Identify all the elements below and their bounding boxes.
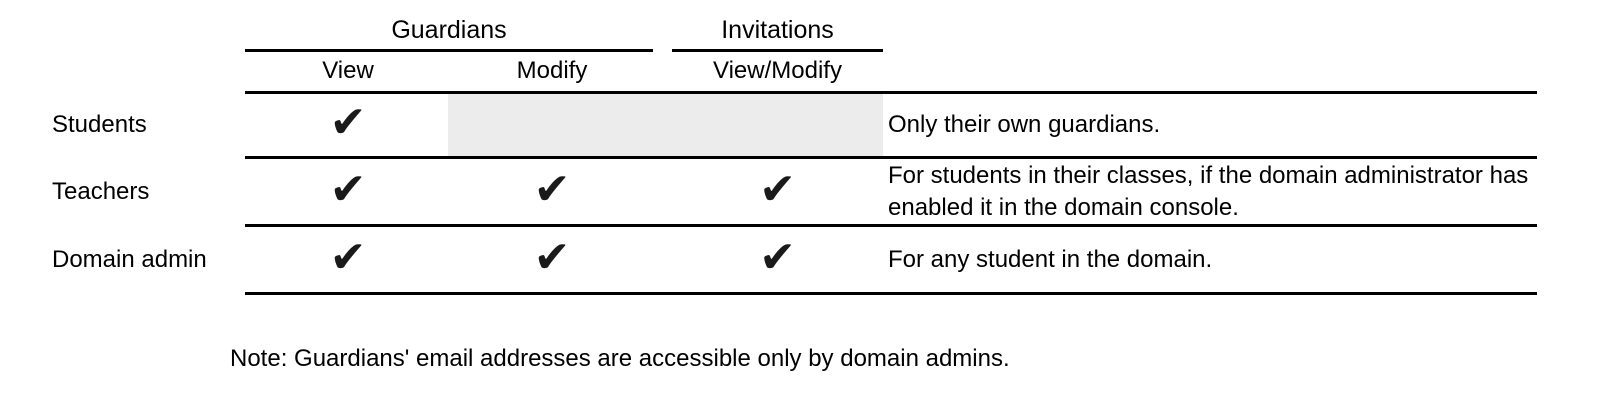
footnote: Note: Guardians' email addresses are acc… (230, 345, 1010, 372)
admin-guardians-modify-cell: ✔ (451, 227, 653, 292)
students-guardians-view-cell: ✔ (245, 94, 451, 156)
teachers-guardians-modify-cell: ✔ (451, 159, 653, 224)
checkmark-icon: ✔ (533, 163, 571, 215)
column-group-guardians-label: Guardians (245, 12, 653, 48)
invitations-group-underline (672, 49, 883, 52)
column-header-view-modify: View/Modify (672, 54, 883, 88)
checkmark-icon: ✔ (759, 231, 796, 283)
teachers-note-text: For students in their classes, if the do… (888, 161, 1529, 221)
column-group-invitations-label: Invitations (672, 12, 883, 48)
row-label-domain-admin: Domain admin (52, 245, 207, 273)
teachers-invitations-cell: ✔ (672, 159, 883, 224)
row-label-students: Students (52, 111, 147, 138)
checkmark-icon: ✔ (329, 231, 367, 283)
table-row-domain-admin: Domain admin ✔ ✔ ✔ For any student in th… (0, 227, 1600, 292)
table-row-teachers: Teachers ✔ ✔ ✔ For students in their cla… (0, 159, 1600, 224)
checkmark-icon: ✔ (329, 97, 367, 148)
checkmark-icon: ✔ (533, 231, 571, 283)
header-bottom-rule (245, 91, 1537, 94)
view-modify-header-text: View/Modify (713, 56, 842, 84)
students-row-rule (245, 156, 1537, 159)
modify-header-text: Modify (516, 56, 588, 84)
admin-guardians-view-cell: ✔ (245, 227, 451, 292)
row-label-teachers: Teachers (52, 177, 150, 205)
domain-admin-note: For any student in the domain. (888, 227, 1536, 292)
table-row-students: Students ✔ Only their own guardians. (0, 94, 1600, 156)
students-note-text: Only their own guardians. (888, 111, 1161, 138)
column-header-view: View (245, 54, 451, 88)
students-restricted-cells-shading (448, 94, 883, 156)
students-note: Only their own guardians. (888, 94, 1536, 156)
admin-invitations-cell: ✔ (672, 227, 883, 292)
checkmark-icon: ✔ (759, 163, 796, 215)
column-header-modify: Modify (451, 54, 653, 88)
view-header-text: View (322, 56, 374, 84)
guardians-group-underline (245, 49, 653, 52)
students-guardians-modify-cell (451, 94, 653, 156)
teachers-row-rule (245, 224, 1537, 227)
domain-admin-note-text: For any student in the domain. (888, 245, 1213, 273)
invitations-group-text: Invitations (721, 16, 834, 44)
teachers-note: For students in their classes, if the do… (888, 159, 1536, 224)
guardians-group-text: Guardians (391, 16, 507, 44)
checkmark-icon: ✔ (329, 163, 367, 215)
domain-admin-row-rule (245, 292, 1537, 295)
teachers-guardians-view-cell: ✔ (245, 159, 451, 224)
students-invitations-cell (672, 94, 883, 156)
